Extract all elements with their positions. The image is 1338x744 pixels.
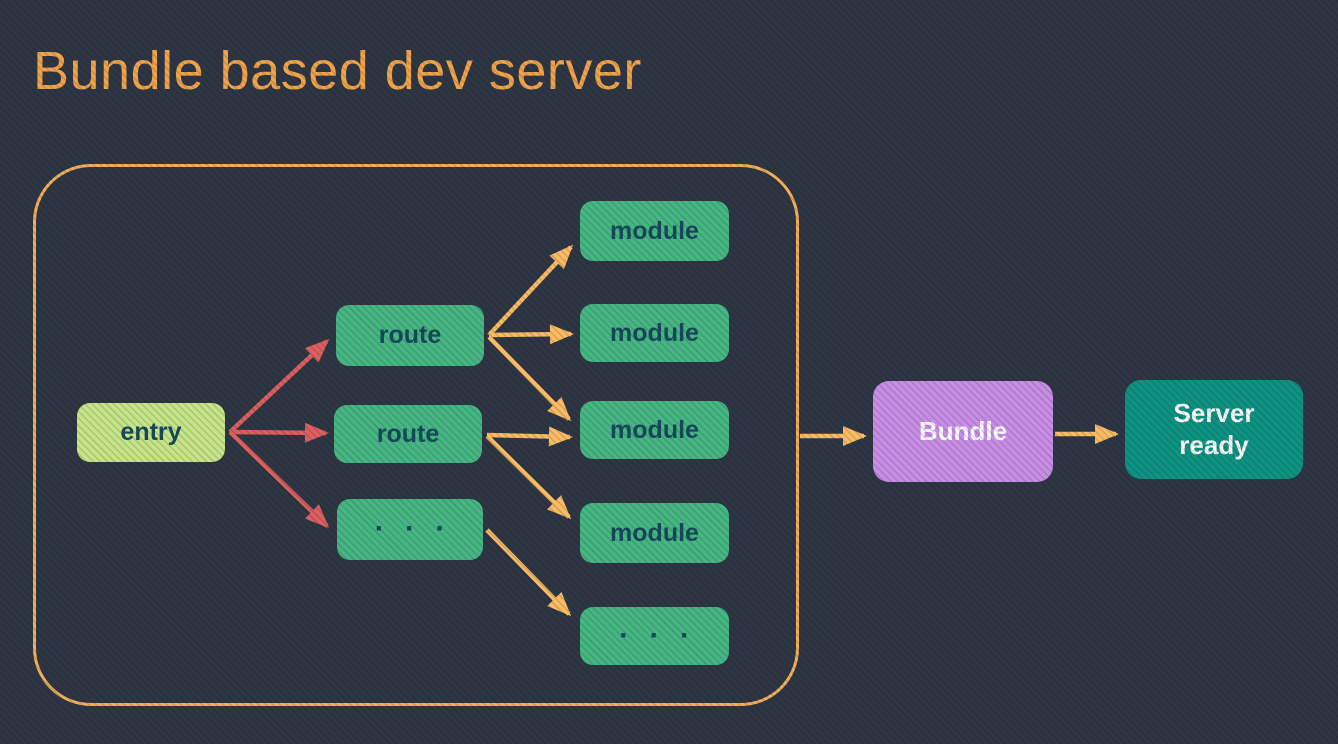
route-2-node: route (334, 405, 482, 463)
module-3-node: module (580, 401, 729, 459)
module-1-node: module (580, 201, 729, 261)
page-title: Bundle based dev server (33, 41, 642, 101)
route-dots-node: · · · (337, 499, 483, 560)
bundle-node: Bundle (873, 381, 1053, 482)
module-2-node: module (580, 304, 729, 362)
dev-server-container-outline (33, 164, 799, 706)
module-dots-node: · · · (580, 607, 729, 665)
module-4-node: module (580, 503, 729, 563)
route-1-node: route (336, 305, 484, 366)
entry-node: entry (77, 403, 225, 462)
server-ready-node: Server ready (1125, 380, 1303, 479)
